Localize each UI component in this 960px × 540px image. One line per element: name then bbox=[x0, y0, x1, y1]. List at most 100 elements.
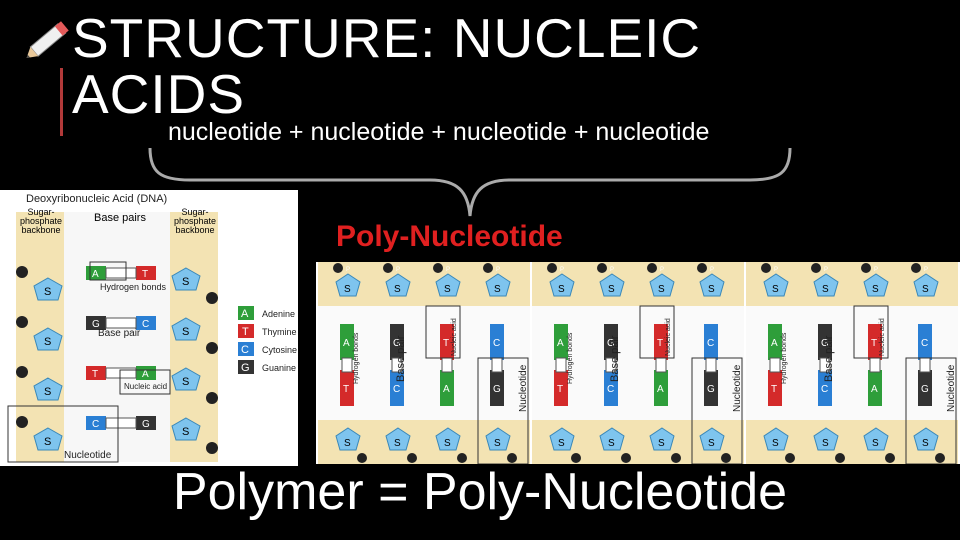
base-bottom bbox=[654, 370, 668, 406]
label-nucleic-acid: Nucleic acid bbox=[665, 318, 672, 356]
base-legend: A Adenine T Thymine C Cytosine G Guanine bbox=[238, 306, 297, 374]
phosphate bbox=[407, 453, 417, 463]
base-letter: C bbox=[393, 384, 400, 395]
base-top bbox=[440, 324, 454, 360]
phosphate-letter: P bbox=[710, 267, 714, 273]
phosphate-letter: P bbox=[346, 267, 350, 273]
phosphate bbox=[911, 263, 921, 273]
label-base-pair: Base pair bbox=[823, 335, 835, 382]
base-letter: A bbox=[443, 384, 450, 395]
sugar-letter: S bbox=[182, 376, 189, 388]
sugar-top bbox=[549, 273, 575, 297]
hydrogen-bond bbox=[441, 357, 453, 373]
sugar-top bbox=[385, 273, 411, 297]
phosphate-right bbox=[206, 392, 218, 404]
phosphate-letter: P bbox=[446, 267, 450, 273]
base-letter: C bbox=[921, 338, 928, 349]
sugar-right bbox=[171, 267, 201, 291]
phosphate-right bbox=[206, 442, 218, 454]
sugar-letter: S bbox=[872, 284, 879, 295]
sugar-letter: S bbox=[44, 386, 51, 398]
hydrogen-bond bbox=[105, 267, 137, 279]
base-right bbox=[136, 316, 156, 330]
hydrogen-bond bbox=[105, 367, 137, 379]
base-top bbox=[704, 324, 718, 360]
base-top bbox=[604, 324, 618, 360]
base-bottom bbox=[768, 370, 782, 406]
header-left-backbone: Sugar-phosphate backbone bbox=[19, 208, 63, 234]
sugar-left bbox=[33, 377, 63, 401]
base-letter: G bbox=[493, 384, 501, 395]
label-base-pair: Base pair bbox=[98, 328, 141, 339]
nucleic-acid-box bbox=[639, 305, 675, 359]
base-bottom bbox=[440, 370, 454, 406]
phosphate bbox=[433, 263, 443, 273]
phosphate-letter: P bbox=[924, 267, 928, 273]
curly-brace bbox=[148, 147, 792, 217]
sugar-letter: S bbox=[822, 284, 829, 295]
sugar-top bbox=[813, 273, 839, 297]
phosphate bbox=[935, 453, 945, 463]
label-nucleotide: Nucleotide bbox=[518, 364, 529, 412]
phosphate bbox=[811, 263, 821, 273]
sugar-letter: S bbox=[772, 438, 779, 449]
hydrogen-bond bbox=[705, 357, 717, 373]
sugar-left bbox=[33, 277, 63, 301]
sugar-top bbox=[913, 273, 939, 297]
phosphate bbox=[885, 453, 895, 463]
title-accent-rule bbox=[60, 68, 63, 136]
sugar-letter: S bbox=[872, 438, 879, 449]
phosphate-left bbox=[16, 316, 28, 328]
legend-adenine: Adenine bbox=[262, 309, 295, 319]
base-top bbox=[768, 324, 782, 360]
phosphate bbox=[483, 263, 493, 273]
sugar-letter: S bbox=[44, 336, 51, 348]
hydrogen-bond bbox=[919, 357, 931, 373]
base-bottom bbox=[818, 370, 832, 406]
sugar-letter: S bbox=[182, 326, 189, 338]
sugar-letter: S bbox=[182, 276, 189, 288]
poly-nucleotide-label: Poly-Nucleotide bbox=[336, 220, 563, 253]
sugar-right bbox=[171, 317, 201, 341]
sugar-letter: S bbox=[608, 284, 615, 295]
sugar-letter: S bbox=[344, 284, 351, 295]
base-letter: A bbox=[92, 269, 99, 280]
nucleotide-box bbox=[905, 357, 957, 464]
phosphate bbox=[697, 263, 707, 273]
nucleotide-box bbox=[477, 357, 529, 464]
base-letter: G bbox=[921, 384, 929, 395]
sugar-right bbox=[171, 367, 201, 391]
base-letter: T bbox=[771, 384, 777, 395]
phosphate-left bbox=[16, 416, 28, 428]
phosphate-letter: P bbox=[496, 267, 500, 273]
phosphate-letter: P bbox=[774, 267, 778, 273]
phosphate bbox=[457, 453, 467, 463]
sugar-letter: S bbox=[494, 438, 501, 449]
sugar-letter: S bbox=[44, 436, 51, 448]
base-letter: T bbox=[92, 369, 98, 380]
base-bottom bbox=[704, 370, 718, 406]
phosphate bbox=[547, 263, 557, 273]
base-letter: A bbox=[771, 338, 778, 349]
sugar-top bbox=[863, 273, 889, 297]
phosphate bbox=[721, 453, 731, 463]
sugar-top bbox=[763, 273, 789, 297]
base-bottom bbox=[554, 370, 568, 406]
phosphate bbox=[647, 263, 657, 273]
sugar-letter: S bbox=[182, 426, 189, 438]
base-top bbox=[340, 324, 354, 360]
sugar-letter: S bbox=[608, 438, 615, 449]
phosphate bbox=[835, 453, 845, 463]
label-base-pair: Base pair bbox=[395, 335, 407, 382]
phosphate bbox=[571, 453, 581, 463]
sugar-letter: S bbox=[922, 438, 929, 449]
sugar-letter: S bbox=[708, 284, 715, 295]
phosphate-right bbox=[206, 342, 218, 354]
hydrogen-bond bbox=[341, 357, 353, 373]
sugar-top bbox=[699, 273, 725, 297]
sugar-letter: S bbox=[444, 284, 451, 295]
sugar-bottom bbox=[385, 427, 411, 451]
